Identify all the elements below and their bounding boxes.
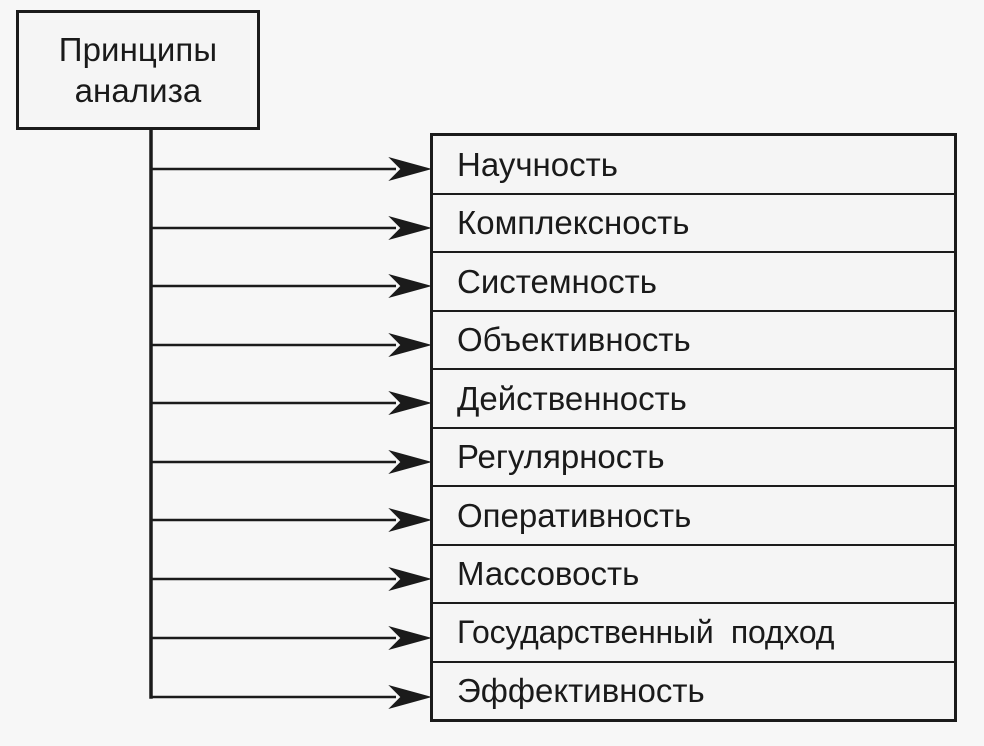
principle-label-1: Научность	[457, 145, 618, 183]
principle-row-4[interactable]: Объективность	[433, 312, 954, 370]
arrowhead-icon-7	[388, 508, 432, 532]
principle-row-5[interactable]: Действенность	[433, 370, 954, 429]
principle-label-4: Объективность	[457, 321, 691, 359]
source-node-label: Принципы анализа	[58, 30, 218, 109]
arrowhead-icon-6	[388, 450, 432, 474]
principle-label-10: Эффективность	[457, 672, 705, 710]
arrowhead-icon-4	[388, 333, 432, 357]
arrowhead-icon-9	[388, 626, 432, 650]
principle-row-2[interactable]: Комплексность	[433, 195, 954, 253]
arrowhead-icon-8	[388, 567, 432, 591]
arrowhead-icon-1	[388, 157, 432, 181]
principle-row-10[interactable]: Эффективность	[433, 663, 954, 720]
principle-row-3[interactable]: Системность	[433, 253, 954, 312]
principle-row-8[interactable]: Массовость	[433, 546, 954, 604]
arrowhead-icon-2	[388, 216, 432, 240]
principle-label-8: Массовость	[457, 555, 640, 593]
principle-label-9: Государственный подход	[457, 614, 835, 651]
arrowhead-icon-5	[388, 391, 432, 415]
principle-label-5: Действенность	[457, 379, 687, 417]
principle-row-9[interactable]: Государственный подход	[433, 604, 954, 663]
arrowhead-icon-3	[388, 274, 432, 298]
arrowhead-icon-10	[388, 685, 432, 709]
source-node-principles-of-analysis[interactable]: Принципы анализа	[16, 10, 260, 130]
principle-row-7[interactable]: Оперативность	[433, 487, 954, 546]
principle-label-2: Комплексность	[457, 204, 690, 242]
principle-label-6: Регулярность	[457, 438, 665, 476]
principles-list: Научность Комплексность Системность Объе…	[430, 133, 957, 722]
principle-label-7: Оперативность	[457, 496, 692, 534]
principle-row-1[interactable]: Научность	[433, 136, 954, 195]
principle-row-6[interactable]: Регулярность	[433, 429, 954, 487]
principle-label-3: Системность	[457, 262, 657, 300]
